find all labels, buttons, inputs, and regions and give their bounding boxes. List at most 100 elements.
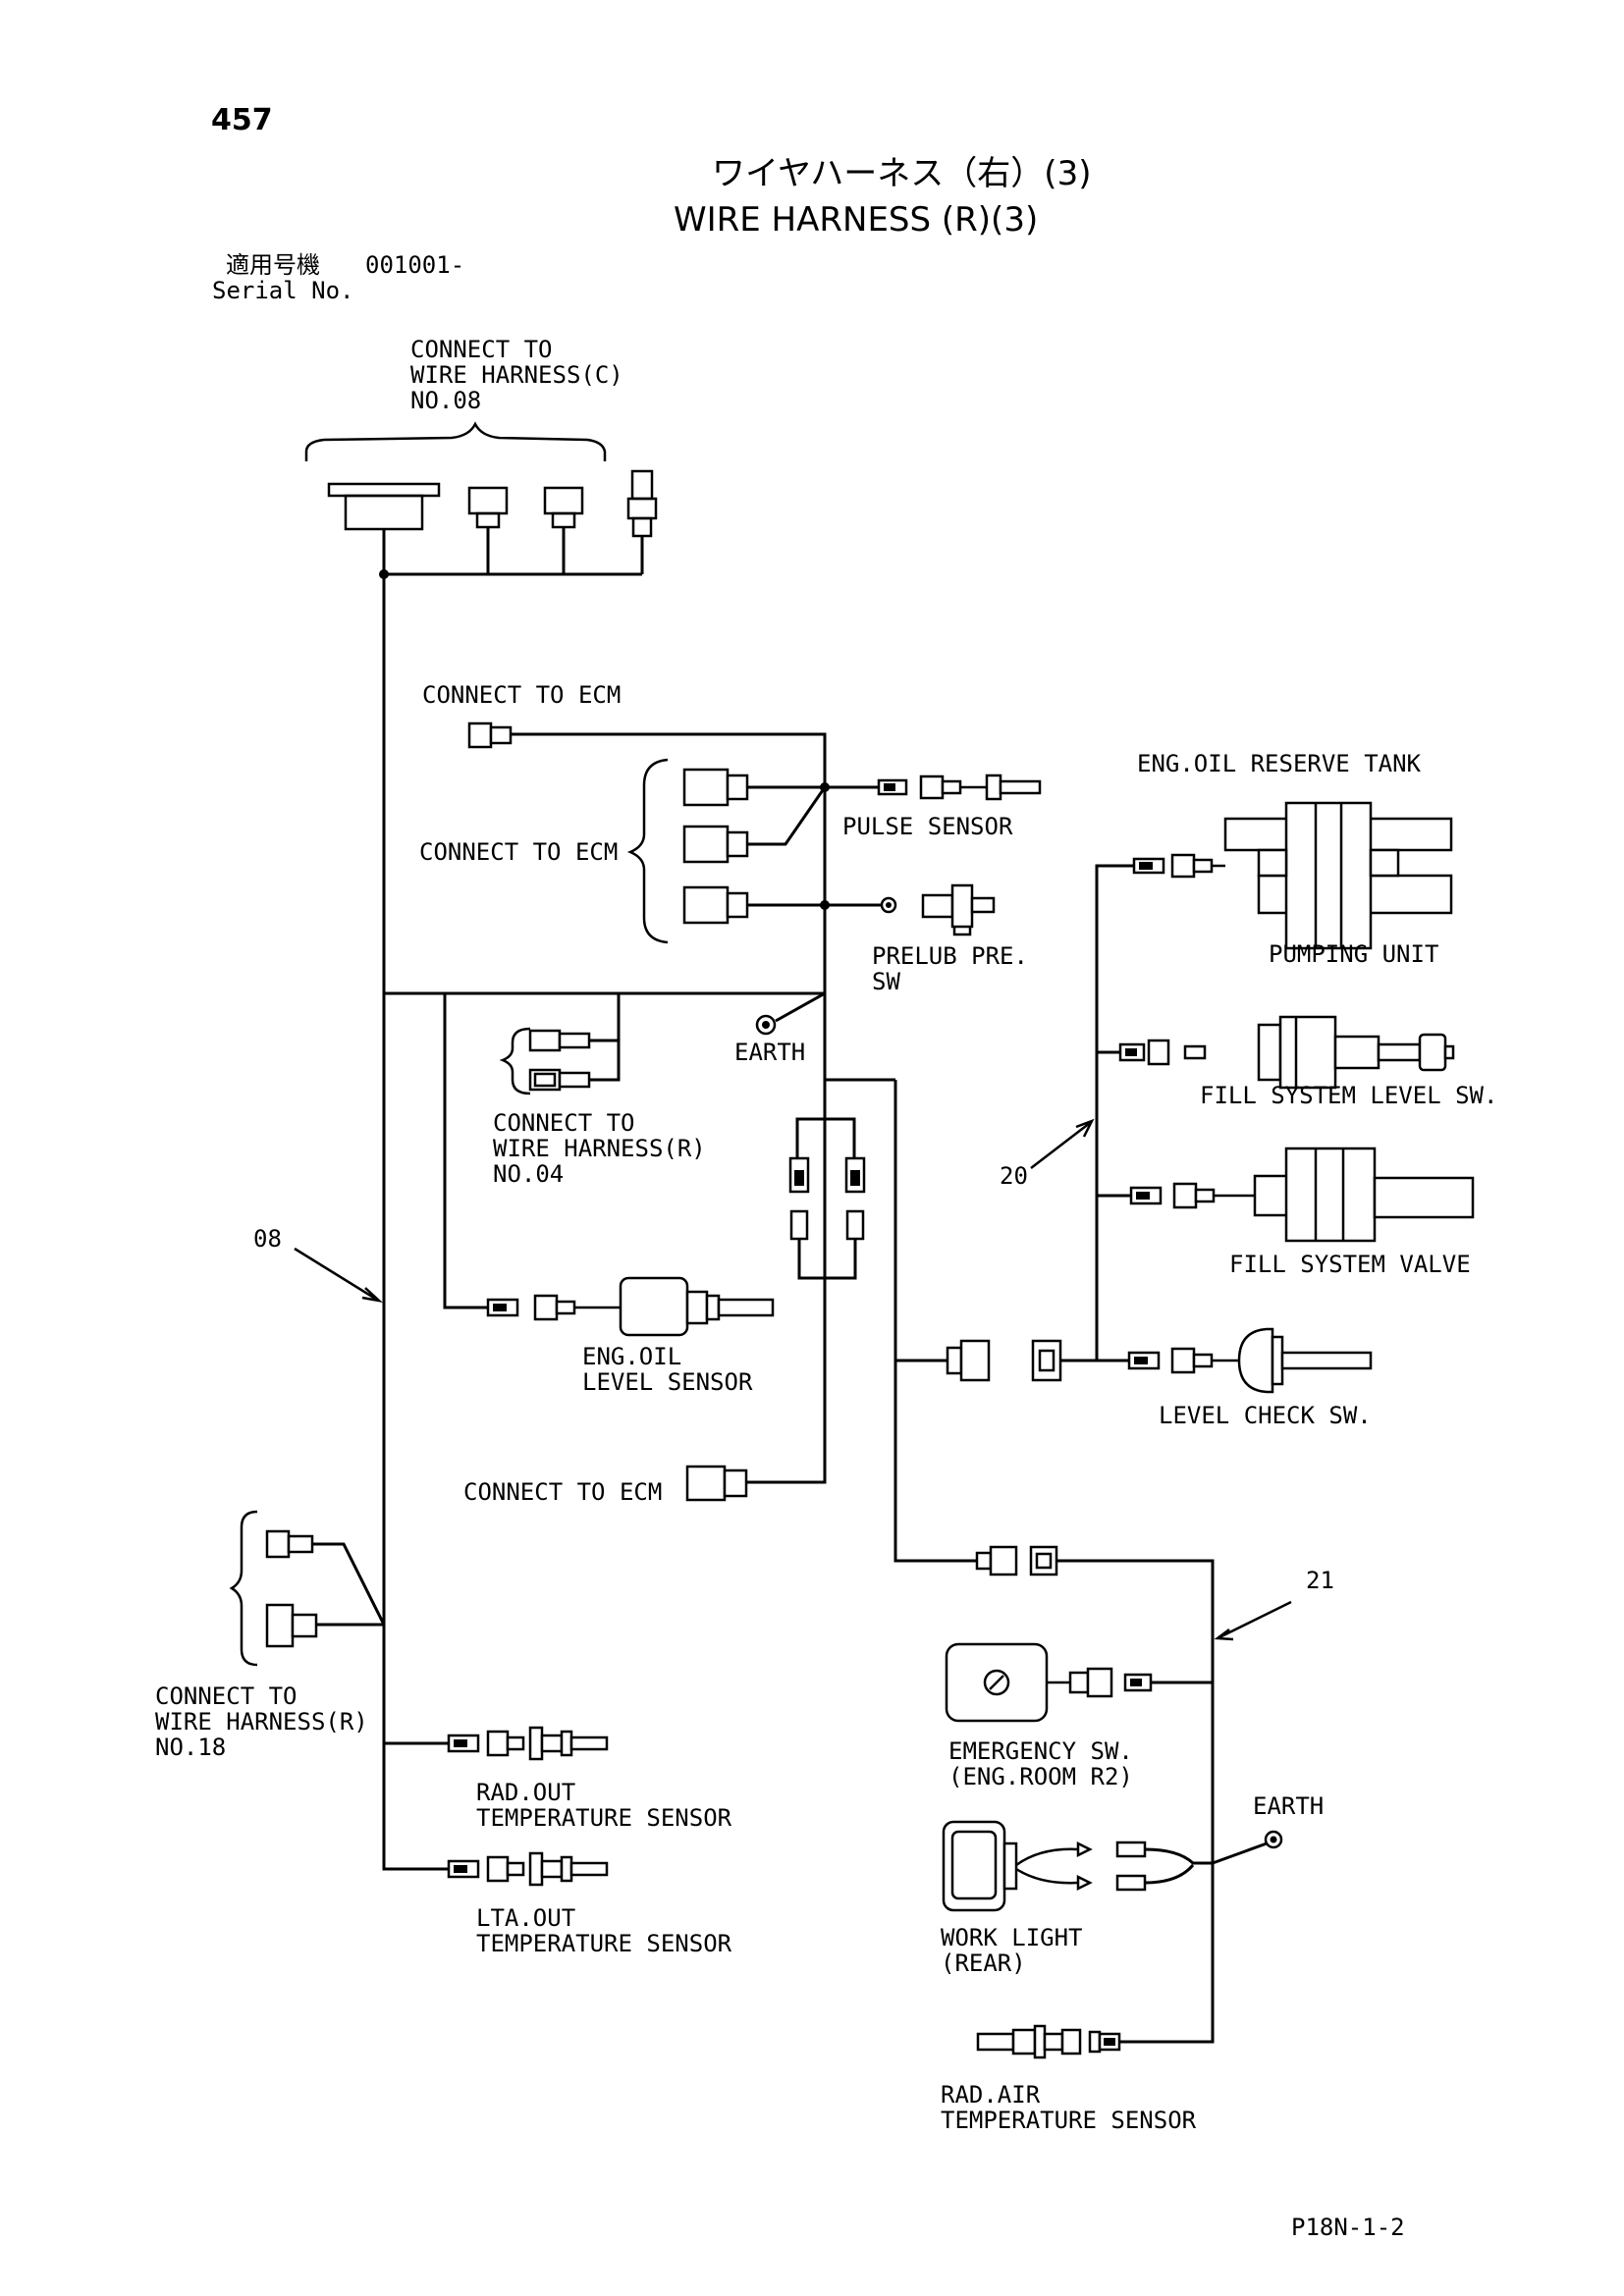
label-connect-to-ecm: CONNECT TO ECM — [463, 1478, 662, 1506]
fill — [493, 1304, 507, 1311]
branch-wire — [443, 993, 488, 1309]
work-light-mount — [1002, 1842, 1018, 1891]
sensor-rod — [976, 2032, 1015, 2052]
sensor-thread — [705, 1294, 721, 1321]
connector-plug — [1194, 1188, 1216, 1203]
label-temperature-sensor: TEMPERATURE SENSOR — [941, 2107, 1197, 2134]
label-lta-out: LTA.OUT — [476, 1904, 575, 1932]
earth-terminal-dot — [762, 1021, 770, 1029]
fill — [454, 1739, 467, 1747]
connector-lower — [1115, 1874, 1147, 1892]
level-check-rod — [1280, 1351, 1373, 1370]
connector-left-plug — [975, 1551, 993, 1571]
work-light-leads — [1015, 1847, 1079, 1885]
connector-male — [1170, 1347, 1196, 1374]
label-no-18: NO.18 — [155, 1734, 226, 1761]
connector-upper — [1115, 1841, 1147, 1858]
label-eng-oil: ENG.OIL — [582, 1343, 681, 1370]
fill-system-valve: FILL SYSTEM VALVE — [1097, 1147, 1475, 1278]
page-number: 457 — [211, 103, 273, 137]
label-fill-system-valve: FILL SYSTEM VALVE — [1229, 1251, 1471, 1278]
earth-upper: EARTH — [734, 991, 826, 1066]
prelub-body — [921, 893, 954, 919]
sensor-tip — [569, 1735, 609, 1751]
valve-center-lines — [1314, 1148, 1345, 1241]
connector-group-wires — [382, 527, 644, 576]
valve-center — [1284, 1147, 1377, 1243]
callout-arrow — [1214, 1600, 1292, 1641]
label-level-check-sw: LEVEL CHECK SW. — [1159, 1402, 1372, 1429]
emergency-switch: EMERGENCY SW. (ENG.ROOM R2) — [945, 1642, 1213, 1790]
wh-r-04-connector-1-plug — [558, 1032, 591, 1049]
title-japanese: ワイヤハーネス（右）(3) — [712, 154, 1091, 193]
wh-r-18-connector-1 — [265, 1529, 291, 1559]
label-level-sensor: LEVEL SENSOR — [582, 1368, 753, 1396]
connector-c-plug — [631, 516, 653, 538]
large-connector-body — [344, 494, 424, 531]
pulse-connector-plug — [941, 779, 962, 795]
connector-male — [1147, 1039, 1170, 1066]
connect-to-wh-r-no18: CONNECT TO WIRE HARNESS(R) NO.18 — [155, 1510, 386, 1761]
connect-to-ecm-b: CONNECT TO ECM — [419, 758, 874, 944]
label-earth: EARTH — [1253, 1792, 1324, 1820]
pump-side-block — [1257, 848, 1288, 878]
wire — [382, 1728, 449, 1871]
eng-oil-level-sensor: ENG.OIL LEVEL SENSOR — [486, 1276, 775, 1396]
connector-a-plug — [475, 511, 501, 529]
fill-level-cap — [1257, 1023, 1282, 1082]
fill — [794, 1170, 804, 1186]
serial-label: Serial No. — [212, 277, 354, 304]
rad-air-temperature-sensor: RAD.AIR TEMPERATURE SENSOR — [941, 2024, 1197, 2134]
connector-21-junction — [975, 1545, 1215, 2044]
label-emergency-sw: EMERGENCY SW. — [948, 1737, 1133, 1765]
fill — [1139, 862, 1153, 870]
sensor-tip — [717, 1298, 775, 1317]
connector-plug — [555, 1300, 576, 1315]
trunk-21 — [1056, 1559, 1215, 2044]
label-temperature-sensor: TEMPERATURE SENSOR — [476, 1930, 732, 1957]
connector-right-inner — [1038, 1349, 1056, 1372]
lta-out-temperature-sensor: LTA.OUT TEMPERATURE SENSOR — [382, 1728, 732, 1957]
pump-center — [1284, 801, 1373, 950]
work-light-lens — [950, 1830, 998, 1900]
wh-r-18-connector-2-plug — [291, 1613, 318, 1638]
sensor-nut — [560, 1730, 573, 1757]
level-check-switch: LEVEL CHECK SW. — [1097, 1327, 1373, 1429]
connector-male — [1170, 853, 1196, 879]
sensor-tip — [569, 1861, 609, 1877]
wh-r-04-connector-1 — [528, 1029, 562, 1052]
pulse-sensor: PULSE SENSOR — [825, 774, 1042, 840]
wh-r-18-connector-1-plug — [287, 1534, 314, 1554]
brace — [304, 421, 607, 461]
label-fill-system-level-sw: FILL SYSTEM LEVEL SW. — [1200, 1082, 1497, 1109]
central-connector-pair — [788, 1078, 895, 1280]
wh-r-04-connector-2-inner — [533, 1072, 557, 1088]
label-work-light: WORK LIGHT — [941, 1924, 1083, 1951]
fill-level-body — [1278, 1015, 1337, 1090]
work-light-rear: WORK LIGHT (REAR) — [941, 1820, 1213, 1977]
connector-male — [1086, 1667, 1113, 1698]
label-prelub-pre: PRELUB PRE. — [872, 942, 1028, 970]
pump-side-block — [1369, 848, 1400, 878]
trunk-20 — [1060, 864, 1134, 1362]
fill-level-rod — [1377, 1042, 1422, 1062]
connector-c-body — [626, 497, 658, 520]
fill — [1125, 1048, 1137, 1056]
ecm-c-plug — [723, 1468, 748, 1498]
callout-08: 08 — [253, 1225, 383, 1303]
ecm-a-plug — [489, 725, 513, 745]
brace — [499, 1027, 531, 1095]
pair-lower-left — [789, 1209, 809, 1241]
fill — [1104, 2038, 1115, 2046]
connector-plug — [1192, 858, 1214, 874]
label-earth: EARTH — [734, 1039, 805, 1066]
fill — [884, 783, 895, 791]
ecm-b-connector-1-plug — [726, 774, 749, 801]
label-connect-to-ecm: CONNECT TO ECM — [419, 838, 618, 866]
connect-to-wh-r-no04: CONNECT TO WIRE HARNESS(R) NO.04 — [443, 993, 706, 1309]
label-pulse-sensor: PULSE SENSOR — [842, 813, 1013, 840]
fill-level-end — [1443, 1044, 1455, 1060]
connector-left — [989, 1545, 1018, 1576]
label-rear: (REAR) — [941, 1949, 1026, 1977]
